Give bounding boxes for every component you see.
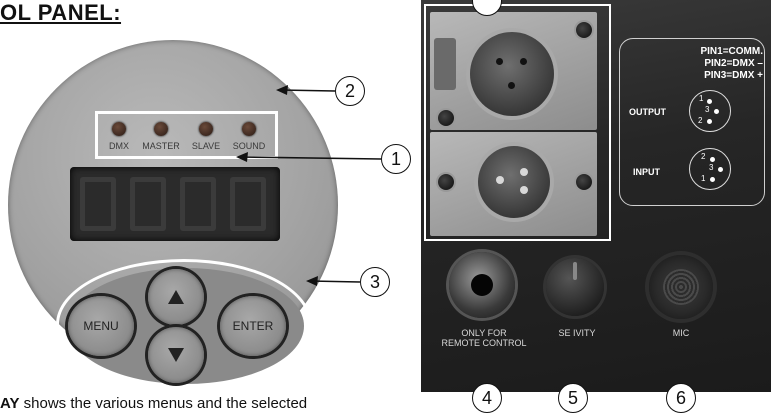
dmx-output-plate [430,12,597,130]
pin3-text: PIN3=DMX + [704,70,763,81]
callout-2: 2 [335,76,365,106]
caption-bold: AY [0,395,20,412]
input-label: INPUT [633,167,660,177]
pin2-text: PIN2=DMX – [704,58,763,69]
arrow-down-icon [168,348,184,362]
callout-1: 1 [381,144,411,174]
xlr-output-socket[interactable] [470,32,554,116]
input-pin-diagram: 2 3 1 [689,148,731,190]
dmx-connector-highlight [424,4,611,241]
callout-4: 4 [472,383,502,413]
release-latch [434,38,456,90]
arrow-up-icon [168,290,184,304]
slave-led [199,122,213,136]
output-pin-diagram: 1 3 2 [689,90,731,132]
remote-label-line1: ONLY FOR [461,328,507,338]
dmx-led-label: DMX [109,141,129,151]
sound-led [242,122,256,136]
led-indicator-group: DMX MASTER SLAVE SOUND [95,111,278,159]
pin1-text: PIN1=COMM. [700,46,763,57]
rear-panel: PIN1=COMM. PIN2=DMX – PIN3=DMX + OUTPUT … [421,0,771,392]
screw-icon [438,110,454,126]
button-highlight-ring [56,259,312,390]
dmx-input-plate [430,132,597,236]
callout-6: 6 [666,383,696,413]
master-led-label: MASTER [142,141,180,151]
remote-control-jack[interactable] [449,252,515,318]
output-label: OUTPUT [629,107,666,117]
enter-button[interactable]: ENTER [220,296,286,356]
screw-icon [576,174,592,190]
callout-3: 3 [360,267,390,297]
sensitivity-knob[interactable] [546,258,604,316]
menu-button[interactable]: MENU [68,296,134,356]
sensitivity-label: SE IVITY [558,328,596,338]
screw-icon [576,22,592,38]
remote-label-line2: REMOTE CONTROL [441,338,527,348]
caption-text: shows the various menus and the selected [19,395,308,412]
down-button[interactable] [148,327,204,383]
mic-grille-icon [663,269,699,305]
control-panel: DMX MASTER SLAVE SOUND MENU ENTER [8,40,338,390]
callout-5: 5 [558,383,588,413]
enter-button-label: ENTER [232,319,274,333]
led-display [70,167,280,241]
mic-label: MIC [672,328,690,338]
xlr-input-plug[interactable] [478,146,550,218]
up-button[interactable] [148,269,204,325]
microphone [649,255,713,319]
pin-assignment-panel [619,38,765,206]
dmx-led [112,122,126,136]
screw-icon [438,174,454,190]
sound-led-label: SOUND [232,141,266,151]
menu-button-label: MENU [83,319,119,333]
slave-led-label: SLAVE [191,141,221,151]
display-caption: AY shows the various menus and the selec… [0,395,307,412]
section-heading: OL PANEL: [0,0,122,25]
master-led [154,122,168,136]
